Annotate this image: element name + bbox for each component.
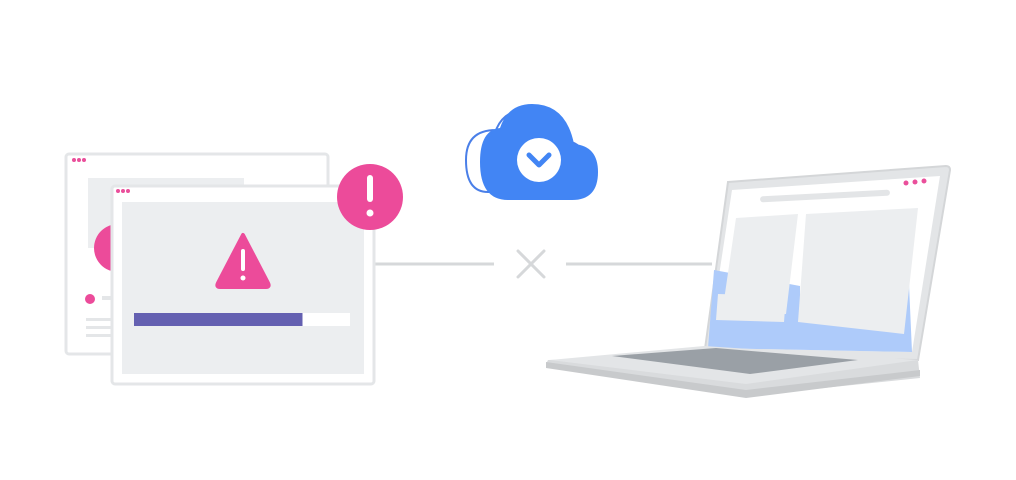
- laptop-screen-content: [708, 178, 927, 352]
- list-line: [102, 296, 118, 300]
- list-line: [86, 326, 116, 329]
- window-dot: [82, 158, 86, 162]
- window-dot: [921, 178, 927, 184]
- window-dot: [77, 158, 81, 162]
- window-dot: [903, 180, 909, 186]
- window-dot: [116, 189, 120, 193]
- list-line: [86, 334, 116, 337]
- window-dot: [126, 189, 130, 193]
- window-dot: [72, 158, 76, 162]
- front-browser-window: [110, 184, 376, 386]
- progress-fill: [134, 313, 303, 326]
- cloud-download-icon: [464, 104, 598, 200]
- window-dot: [912, 179, 918, 185]
- list-bullet: [85, 294, 95, 304]
- connection-line: [374, 249, 712, 279]
- progress-bar: [134, 313, 350, 326]
- laptop-icon: [546, 164, 952, 398]
- close-icon: [516, 249, 546, 279]
- window-dot: [121, 189, 125, 193]
- laptop-keyboard: [612, 348, 858, 374]
- exclamation-icon: [337, 164, 403, 230]
- chevron-down-icon: [517, 138, 561, 182]
- list-line: [86, 318, 116, 321]
- address-bar: [760, 189, 890, 203]
- warning-triangle-icon: [215, 233, 271, 289]
